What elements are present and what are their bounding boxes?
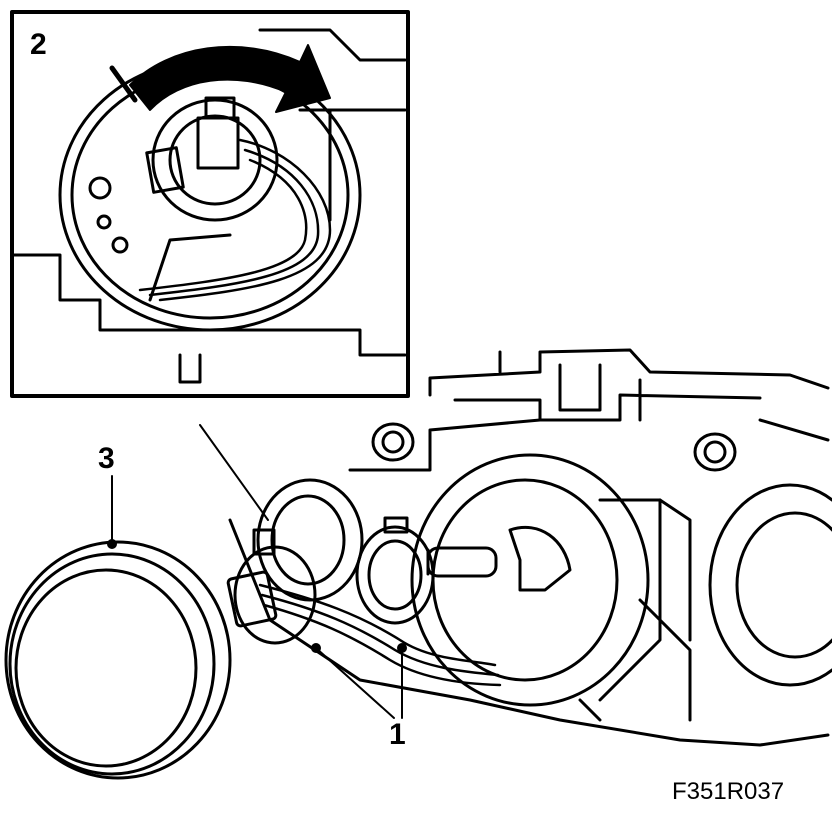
cover-cap-outer: [4, 540, 232, 780]
inset-socket-outer: [151, 98, 279, 222]
headlamp-housing: [228, 348, 832, 747]
callout-2: 2: [30, 28, 47, 61]
lamp-bore-main-inner: [431, 478, 619, 682]
cover-cap-rim: [8, 552, 216, 776]
rotation-arrow-icon: [129, 44, 331, 113]
housing-mount-ear-right: [693, 432, 737, 472]
connector-wires: [258, 583, 502, 687]
socket-clip-main: [508, 525, 572, 592]
housing-top-edge: [348, 348, 830, 472]
cover-cap-inner: [14, 568, 198, 768]
housing-mount-hole-left: [381, 430, 405, 454]
leader-dot-3: [107, 539, 117, 549]
inset-hole-1: [96, 214, 112, 230]
connector-plug: [226, 570, 278, 628]
leader-dot-1b: [397, 643, 407, 653]
inset-index-mark: [109, 65, 138, 103]
inset-bulb-holder: [196, 116, 240, 170]
lamp-bore-right-inner: [735, 511, 832, 659]
inset-bolt-head: [88, 176, 112, 200]
callout-3: 3: [98, 442, 115, 475]
inset-socket-inner: [168, 114, 262, 206]
cover-cap: [4, 540, 232, 780]
inset-detail: [10, 10, 410, 398]
leader-dot-1a: [311, 643, 321, 653]
leader-line-1a: [315, 647, 395, 719]
housing-mount-ear-left: [371, 422, 415, 462]
inset-wires: [138, 138, 332, 302]
callout-1: 1: [389, 718, 406, 751]
leader-line-housing: [199, 424, 269, 521]
inset-housing: [12, 28, 407, 384]
bulb-holder-tab: [383, 516, 409, 534]
lamp-bore-main-outer: [410, 453, 650, 707]
bulb-assembly: [355, 516, 498, 625]
inset-frame: [10, 10, 410, 398]
connector-clip: [252, 528, 276, 556]
inset-bulb-holder-tab: [204, 96, 236, 120]
inset-hole-2: [111, 236, 129, 254]
leader-lines: [107, 424, 407, 719]
bulb-glass: [426, 546, 498, 578]
lamp-bore-left-inner: [270, 494, 346, 586]
lamp-bore-right: [708, 483, 832, 687]
figure-code: F351R037: [672, 778, 785, 805]
housing-mount-hole-right: [703, 440, 727, 464]
inset-connector-plug: [145, 146, 185, 194]
bulb-holder-ring-inner: [367, 539, 423, 611]
connector-assembly: [226, 528, 502, 687]
housing-lower-body: [228, 498, 830, 747]
lamp-bore-main-lip: [598, 498, 662, 702]
